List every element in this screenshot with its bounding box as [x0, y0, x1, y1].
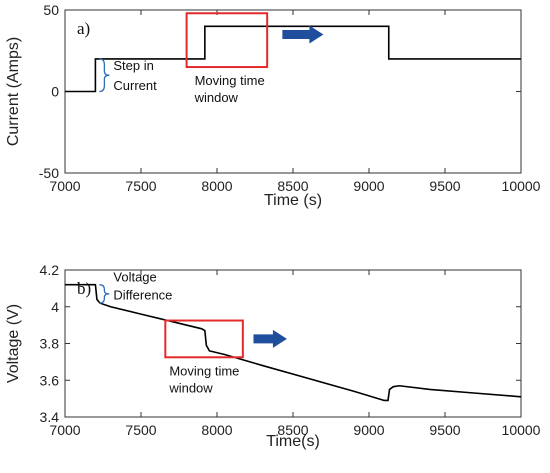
x-tick-label: 9500 [429, 178, 460, 194]
y-tick-label: 4.2 [40, 262, 60, 278]
direction-arrow [282, 25, 324, 44]
x-tick-label: 9000 [353, 178, 384, 194]
x-tick-label: 7000 [49, 178, 80, 194]
x-tick-label: 8500 [277, 178, 308, 194]
panel-label: b) [77, 279, 91, 298]
step-annotation: Step in Current [113, 58, 157, 93]
annotation-line: Current [113, 78, 157, 93]
annotation-line: window [168, 380, 213, 395]
window-annotation: Moving time window [194, 73, 265, 105]
x-axis-title: Time(s) [266, 433, 320, 450]
moving-window-box [185, 12, 269, 69]
y-tick-label: 0 [51, 84, 59, 100]
chart-panel-b: 7000 7500 8000 8500 9000 9500 10000 3.4 3.6 3.8 4 4… [5, 262, 541, 450]
window-annotation: Moving time window [168, 363, 239, 395]
x-tick-label: 10000 [502, 422, 541, 438]
x-tick-label: 7000 [49, 422, 80, 438]
x-tick-label: 9000 [353, 422, 384, 438]
x-tick-label: 10000 [502, 178, 541, 194]
y-axis-title: Current (Amps) [5, 37, 22, 146]
x-tick-label: 8000 [201, 178, 232, 194]
series-line [65, 283, 522, 402]
y-tick-label: 50 [43, 2, 59, 18]
y-axis-title: Voltage (V) [5, 304, 22, 383]
annotation-line: window [194, 90, 239, 105]
x-axis-title: Time (s) [264, 192, 322, 209]
chart-panel-a: 7000 7500 8000 8500 9000 9500 10000 -50 0 50Time … [5, 2, 541, 209]
step-brace [99, 58, 110, 93]
y-tick-label: 3.4 [40, 409, 60, 425]
x-tick-label: 9500 [429, 422, 460, 438]
x-tick-label: 7500 [125, 178, 156, 194]
series-line [65, 25, 521, 93]
annotation-line: Step in [113, 58, 153, 73]
x-tick-label: 8500 [277, 422, 308, 438]
panel-label: a) [77, 19, 90, 38]
x-tick-label: 8000 [201, 422, 232, 438]
x-tick-label: 7500 [125, 422, 156, 438]
y-tick-label: 3.6 [40, 372, 60, 388]
annotation-line: Moving time [169, 363, 239, 378]
y-tick-label: 3.8 [40, 336, 60, 352]
annotation-line: Voltage [113, 270, 156, 285]
y-tick-label: 4 [51, 299, 59, 315]
annotation-line: Difference [113, 288, 172, 303]
voltage-difference-brace [99, 284, 110, 304]
moving-window-box [164, 319, 244, 359]
y-tick-label: -50 [39, 165, 59, 181]
direction-arrow [253, 329, 287, 348]
annotation-line: Moving time [195, 73, 265, 88]
